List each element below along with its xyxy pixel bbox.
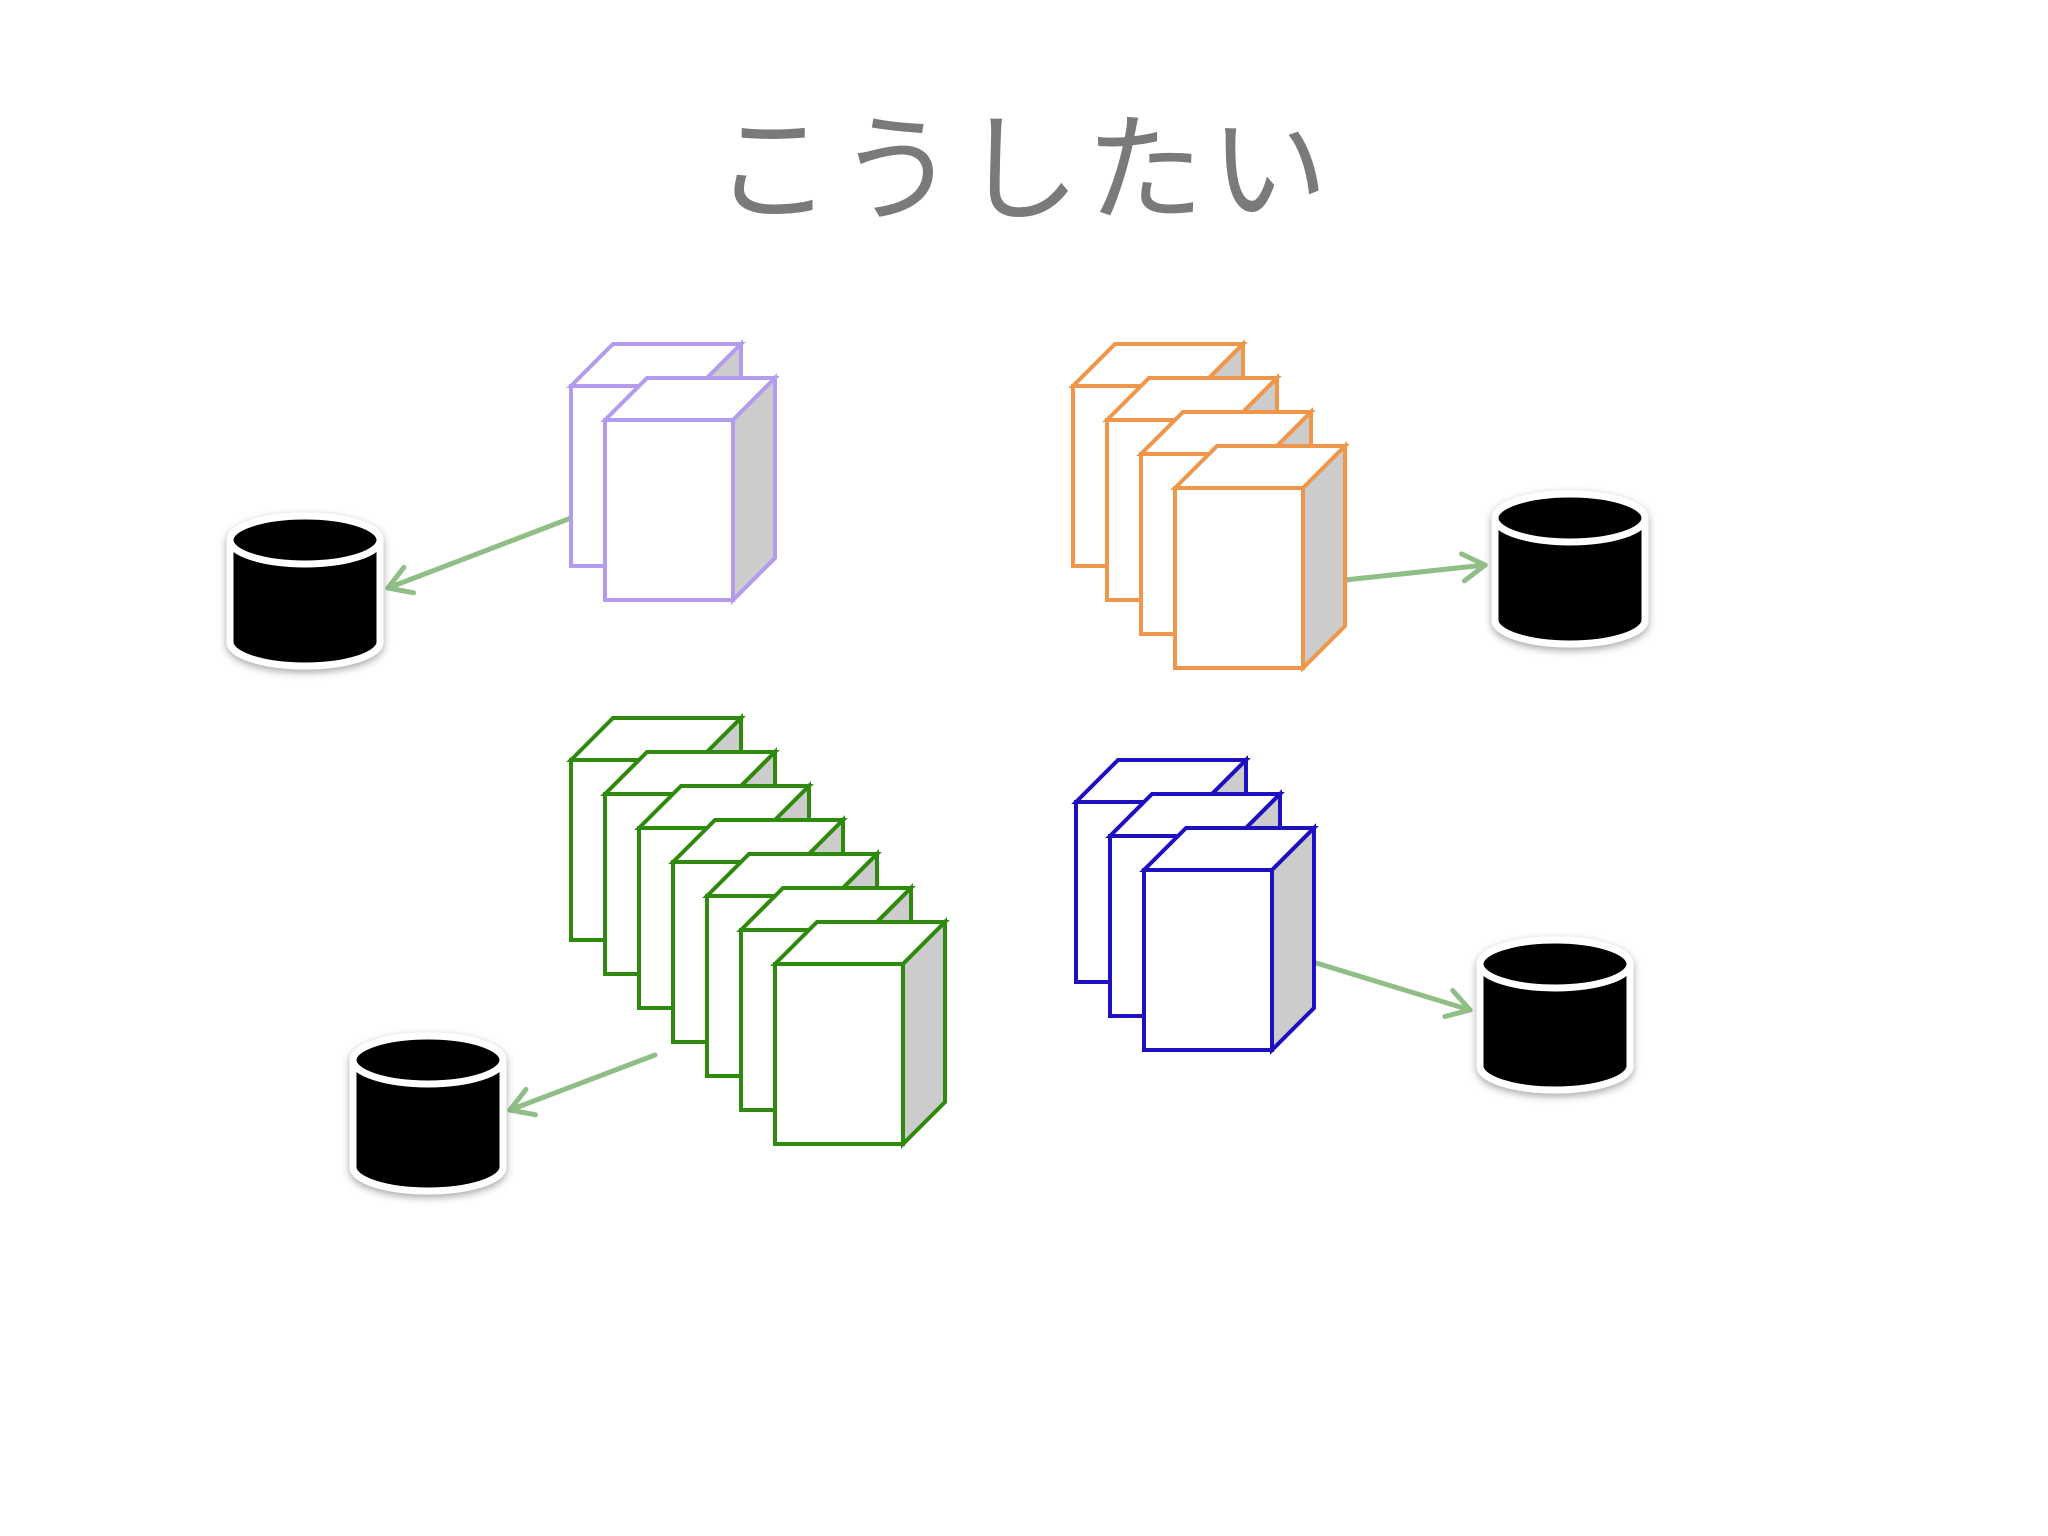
arrow-green [507, 1052, 658, 1118]
arrow-blue [1310, 959, 1473, 1020]
cylinder-database-icon [1476, 936, 1634, 1094]
box-stack-blue [1071, 755, 1319, 1055]
box-stack-orange [1068, 339, 1350, 673]
server-box-icon [770, 917, 950, 1149]
box-stack-purple [566, 339, 780, 605]
cylinder-database-icon [1491, 490, 1649, 648]
slide-title: こうしたい [713, 101, 1334, 239]
arrow-orange [1342, 551, 1488, 584]
server-box-icon [1139, 823, 1319, 1055]
server-box-icon [1170, 441, 1350, 673]
box-stack-green [566, 713, 950, 1149]
cylinder-database-icon [226, 512, 384, 670]
arrow-purple [385, 515, 574, 596]
server-box-icon [600, 373, 780, 605]
cylinder-database-icon [349, 1032, 507, 1195]
databases [226, 490, 1649, 1195]
arrows [385, 515, 1488, 1118]
box-stacks [566, 339, 1350, 1149]
